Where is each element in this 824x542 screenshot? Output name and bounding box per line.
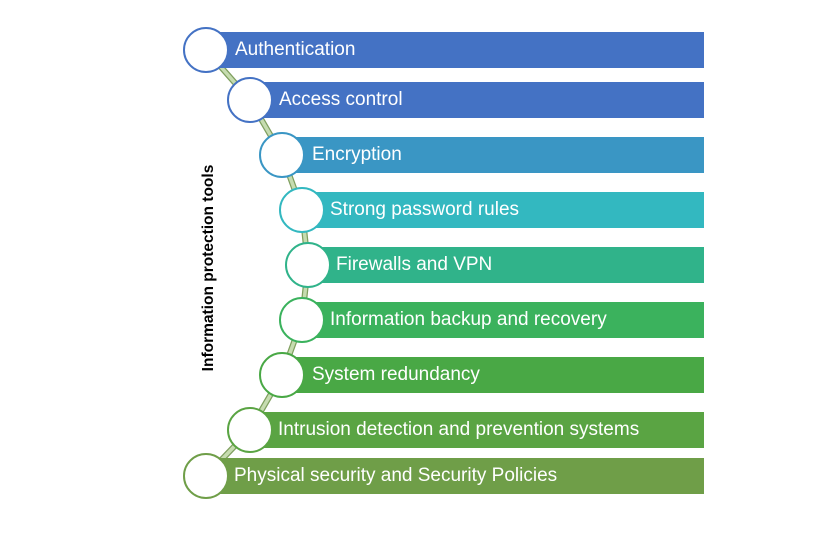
node-circle-firewalls-and-vpn xyxy=(285,242,331,288)
bar-strong-password-rules: Strong password rules xyxy=(302,192,704,228)
diagram-title: Information protection tools xyxy=(200,164,217,372)
bar-label: Firewalls and VPN xyxy=(336,254,493,275)
bar-label: Authentication xyxy=(235,39,356,60)
bar-authentication: Authentication xyxy=(207,32,704,68)
node-circle-physical-security-and-security-policies xyxy=(183,453,229,499)
bar-label: System redundancy xyxy=(312,364,480,385)
bar-label: Strong password rules xyxy=(330,199,520,220)
bar-label: Encryption xyxy=(312,144,402,165)
node-circle-intrusion-detection-and-prevention-systems xyxy=(227,407,273,453)
bar-intrusion-detection-and-prevention-systems: Intrusion detection and prevention syste… xyxy=(250,412,704,448)
bar-physical-security-and-security-policies: Physical security and Security Policies xyxy=(207,458,704,494)
bar-label: Information backup and recovery xyxy=(330,309,607,330)
node-circle-system-redundancy xyxy=(259,352,305,398)
bar-encryption: Encryption xyxy=(282,137,704,173)
bar-firewalls-and-vpn: Firewalls and VPN xyxy=(308,247,704,283)
node-circle-authentication xyxy=(183,27,229,73)
bar-system-redundancy: System redundancy xyxy=(282,357,704,393)
bar-access-control: Access control xyxy=(250,82,704,118)
bar-label: Access control xyxy=(279,89,403,110)
bar-label: Intrusion detection and prevention syste… xyxy=(278,419,640,440)
bar-information-backup-and-recovery: Information backup and recovery xyxy=(302,302,704,338)
node-circle-access-control xyxy=(227,77,273,123)
node-circle-strong-password-rules xyxy=(279,187,325,233)
node-circle-information-backup-and-recovery xyxy=(279,297,325,343)
bar-label: Physical security and Security Policies xyxy=(234,465,558,486)
node-circle-encryption xyxy=(259,132,305,178)
